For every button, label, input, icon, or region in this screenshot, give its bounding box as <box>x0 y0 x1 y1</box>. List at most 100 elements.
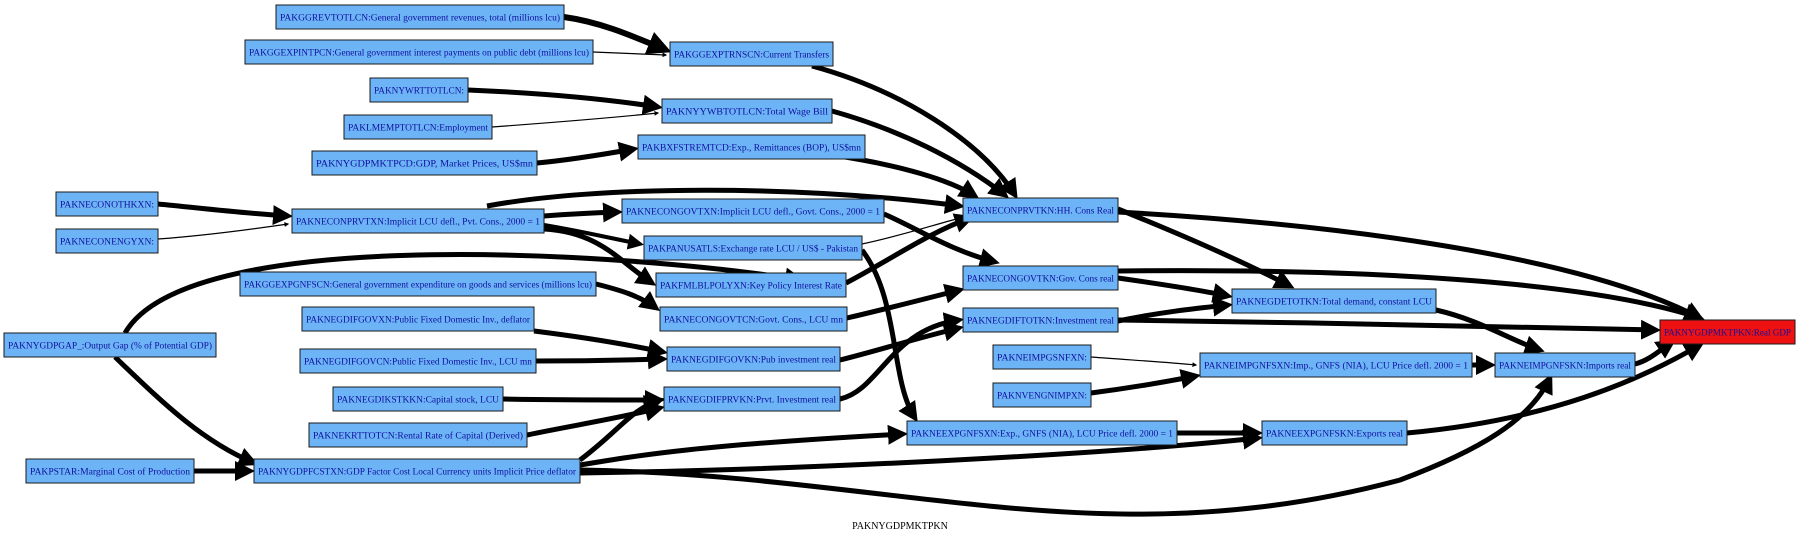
graph-node[interactable]: PAKNECONENGYXN: <box>55 228 159 254</box>
node-box <box>55 228 159 254</box>
graph-node[interactable]: PAKNEGDIFTOTKN:Investment real <box>962 307 1119 333</box>
graph-node[interactable]: PAKPANUSATLS:Exchange rate LCU / US$ - P… <box>643 235 863 261</box>
graph-node[interactable]: PAKNEEXPGNFSXN:Exp., GNFS (NIA), LCU Pri… <box>906 420 1178 446</box>
graph-node[interactable]: PAKNEGDIKSTKKN:Capital stock, LCU <box>332 386 504 412</box>
edge-arrow <box>860 248 918 423</box>
graph-node[interactable]: PAKNYGDPFCSTXN:GDP Factor Cost Local Cur… <box>253 458 581 484</box>
edge-arrow <box>844 213 975 286</box>
node-label: PAKNEGDIFPRVKN:Prvt. Investment real <box>668 396 836 406</box>
edge-arrow <box>535 349 668 370</box>
graph-node[interactable]: PAKGGEXPINTPCN:General government intere… <box>244 39 594 65</box>
graph-node[interactable]: PAKGGREVTOTLCN:General government revenu… <box>275 4 565 30</box>
node-label: PAKGGEXPGNFSCN:General government expend… <box>244 280 592 291</box>
node-box <box>55 191 159 217</box>
edge-arrow <box>831 108 1009 199</box>
edge-arrow <box>486 187 965 214</box>
node-box <box>1261 420 1408 446</box>
edges <box>113 14 1705 517</box>
node-box <box>962 307 1119 333</box>
graph-node[interactable]: PAKNYGDPGAP_:Output Gap (% of Potential … <box>3 332 217 358</box>
node-label: PAKNECONOTHKXN: <box>60 201 154 211</box>
node-box <box>659 306 848 332</box>
graph-node[interactable]: PAKNEGDIFGOVKN:Pub investment real <box>666 346 841 372</box>
node-label: PAKNEGDIKSTKKN:Capital stock, LCU <box>337 396 499 406</box>
node-box <box>253 458 581 484</box>
graph-node[interactable]: PAKNYYWBTOTLCN:Total Wage Bill <box>661 98 833 124</box>
graph-node[interactable]: PAKNECONGOVTCN:Govt. Cons., LCU mn <box>659 306 848 332</box>
node-box <box>1199 352 1473 378</box>
graph-node[interactable]: PAKNEGDETOTKN:Total demand, constant LCU <box>1231 288 1437 314</box>
node-box <box>25 458 195 484</box>
graph-node[interactable]: PAKNEEXPGNFSKN:Exports real <box>1261 420 1408 446</box>
graph-node[interactable]: PAKNVENGNIMPXN: <box>992 382 1092 408</box>
graph-node[interactable]: PAKNEGDIFGOVCN:Public Fixed Domestic Inv… <box>299 348 537 374</box>
edge-arrow <box>536 141 639 166</box>
graph-node[interactable]: PAKGGEXPGNFSCN:General government expend… <box>239 271 597 297</box>
node-label: PAKNEIMPGNFSKN:Imports real <box>1499 362 1631 372</box>
node-box <box>1231 288 1437 314</box>
node-box <box>332 386 504 412</box>
nodes: PAKGGREVTOTLCN:General government revenu… <box>3 4 1796 484</box>
graph-node[interactable]: PAKFMLBLPOLYXN:Key Policy Interest Rate <box>655 272 847 298</box>
edge-arrow <box>1090 356 1198 368</box>
node-label: PAKNECONPRVTXN:Implicit LCU defl., Pvt. … <box>296 217 540 228</box>
graph-node[interactable]: PAKNEIMPGSNFXN: <box>992 344 1092 370</box>
node-label: PAKGGEXPTRNSCN:Current Transfers <box>674 50 829 61</box>
graph-node[interactable]: PAKGGEXPTRNSCN:Current Transfers <box>669 41 834 67</box>
node-box <box>655 272 847 298</box>
edge-arrow <box>543 226 657 286</box>
node-label: PAKNECONENGYXN: <box>60 238 154 248</box>
edge-arrow <box>1406 342 1705 436</box>
node-box <box>291 208 545 234</box>
node-box <box>661 98 833 124</box>
node-label: PAKNYYWBTOTLCN:Total Wage Bill <box>666 108 828 118</box>
node-label: PAKNEKRTTOTCN:Rental Rate of Capital (De… <box>313 431 523 442</box>
node-label: PAKPANUSATLS:Exchange rate LCU / US$ - P… <box>648 244 858 255</box>
edge-arrow <box>502 389 665 410</box>
graph-node[interactable]: PAKPSTAR:Marginal Cost of Production <box>25 458 195 484</box>
graph-node[interactable]: PAKNEGDIFGOVXN:Public Fixed Domestic Inv… <box>301 306 535 332</box>
node-label: PAKGGREVTOTLCN:General government revenu… <box>280 13 560 24</box>
node-label: PAKNYGDPGAP_:Output Gap (% of Potential … <box>8 341 212 352</box>
node-label: PAKNEGDIFGOVKN:Pub investment real <box>671 356 836 366</box>
graph-node[interactable]: PAKNECONPRVTXN:Implicit LCU defl., Pvt. … <box>291 208 545 234</box>
edge-arrow <box>563 14 672 55</box>
edge-arrow <box>811 63 1018 200</box>
node-box <box>621 198 885 224</box>
graph-node[interactable]: PAKNEKRTTOTCN:Rental Rate of Capital (De… <box>308 422 528 448</box>
node-box <box>962 265 1119 291</box>
graph-node[interactable]: PAKNECONGOVTXN:Implicit LCU defl., Govt.… <box>621 198 885 224</box>
node-box <box>308 422 528 448</box>
graph-node[interactable]: PAKNECONOTHKXN: <box>55 191 159 217</box>
node-label: PAKNYGDPMKTPCD:GDP, Market Prices, US$mn <box>316 159 533 170</box>
node-box <box>1494 352 1636 378</box>
node-box <box>343 114 493 140</box>
edge-arrow <box>533 328 668 359</box>
node-label: PAKNEIMPGNFSXN:Imp., GNFS (NIA), LCU Pri… <box>1204 361 1468 372</box>
graph-node[interactable]: PAKNEIMPGNFSXN:Imp., GNFS (NIA), LCU Pri… <box>1199 352 1473 378</box>
graph-node[interactable]: PAKNYWRTTOTLCN: <box>369 77 469 103</box>
node-label: PAKPSTAR:Marginal Cost of Production <box>30 467 190 478</box>
node-label: PAKNYGDPFCSTXN:GDP Factor Cost Local Cur… <box>258 467 577 478</box>
graph-node[interactable]: PAKNECONPRVTKN:HH. Cons Real <box>962 197 1119 223</box>
graph-node[interactable]: PAKBXFSTREMTCD:Exp., Remittances (BOP), … <box>637 134 866 160</box>
edge-arrow <box>579 424 908 468</box>
edge-arrow <box>839 312 964 402</box>
graph-node[interactable]: PAKNYGDPMKTPCD:GDP, Market Prices, US$mn <box>311 150 538 176</box>
node-box <box>301 306 535 332</box>
node-label: PAKFMLBLPOLYXN:Key Policy Interest Rate <box>660 282 842 292</box>
node-label: PAKLMEMPTOTLCN:Employment <box>348 124 488 134</box>
edge-arrow <box>1117 206 1295 289</box>
node-box <box>311 150 538 176</box>
graph-node[interactable]: PAKNECONGOVTKN:Gov. Cons real <box>962 265 1119 291</box>
edge-arrow <box>595 281 661 311</box>
edge-arrow <box>1117 268 1705 323</box>
node-box <box>244 39 594 65</box>
graph-node[interactable]: PAKNEGDIFPRVKN:Prvt. Investment real <box>663 386 841 412</box>
node-box <box>643 235 863 261</box>
graph-node[interactable]: PAKLMEMPTOTLCN:Employment <box>343 114 493 140</box>
node-label: PAKNVENGNIMPXN: <box>997 392 1087 402</box>
edge-arrow <box>122 252 805 335</box>
graph-node[interactable]: PAKNYGDPMKTPKN:Real GDP <box>1659 319 1796 345</box>
graph-node[interactable]: PAKNEIMPGNFSKN:Imports real <box>1494 352 1636 378</box>
